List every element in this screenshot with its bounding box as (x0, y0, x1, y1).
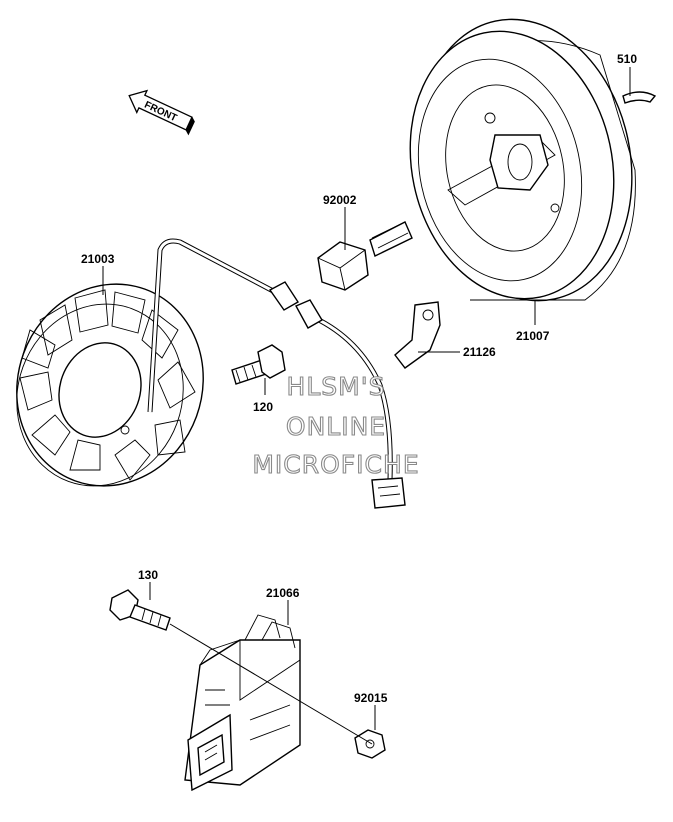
rotor-21007 (409, 18, 636, 302)
regulator-21066 (184, 614, 301, 792)
label-21003: 21003 (81, 252, 115, 266)
label-510: 510 (617, 52, 637, 66)
label-120: 120 (253, 400, 273, 414)
wire-harness (147, 238, 406, 509)
bolt-130 (109, 589, 171, 631)
part-labels: 510 92002 21003 21126 21007 120 130 2106… (81, 52, 637, 705)
bolt-92002 (317, 221, 413, 291)
stator-21003 (16, 283, 204, 487)
label-92002: 92002 (323, 193, 357, 207)
clamp-21126 (394, 301, 441, 369)
front-arrow-icon: FRONT (128, 89, 195, 136)
watermark-line-2: ONLINE (286, 412, 386, 441)
screw-120 (231, 344, 286, 385)
leader-lines (102, 67, 631, 745)
watermark-line-1: HLSM'S (287, 372, 386, 401)
label-21066: 21066 (266, 586, 300, 600)
label-21126: 21126 (463, 345, 496, 359)
key-510 (622, 91, 657, 104)
nut-92015 (354, 729, 386, 759)
watermark: HLSM'S ONLINE MICROFICHE (252, 371, 419, 479)
label-130: 130 (138, 568, 158, 582)
watermark-line-3: MICROFICHE (252, 450, 419, 479)
label-92015: 92015 (354, 691, 388, 705)
label-21007: 21007 (516, 329, 550, 343)
